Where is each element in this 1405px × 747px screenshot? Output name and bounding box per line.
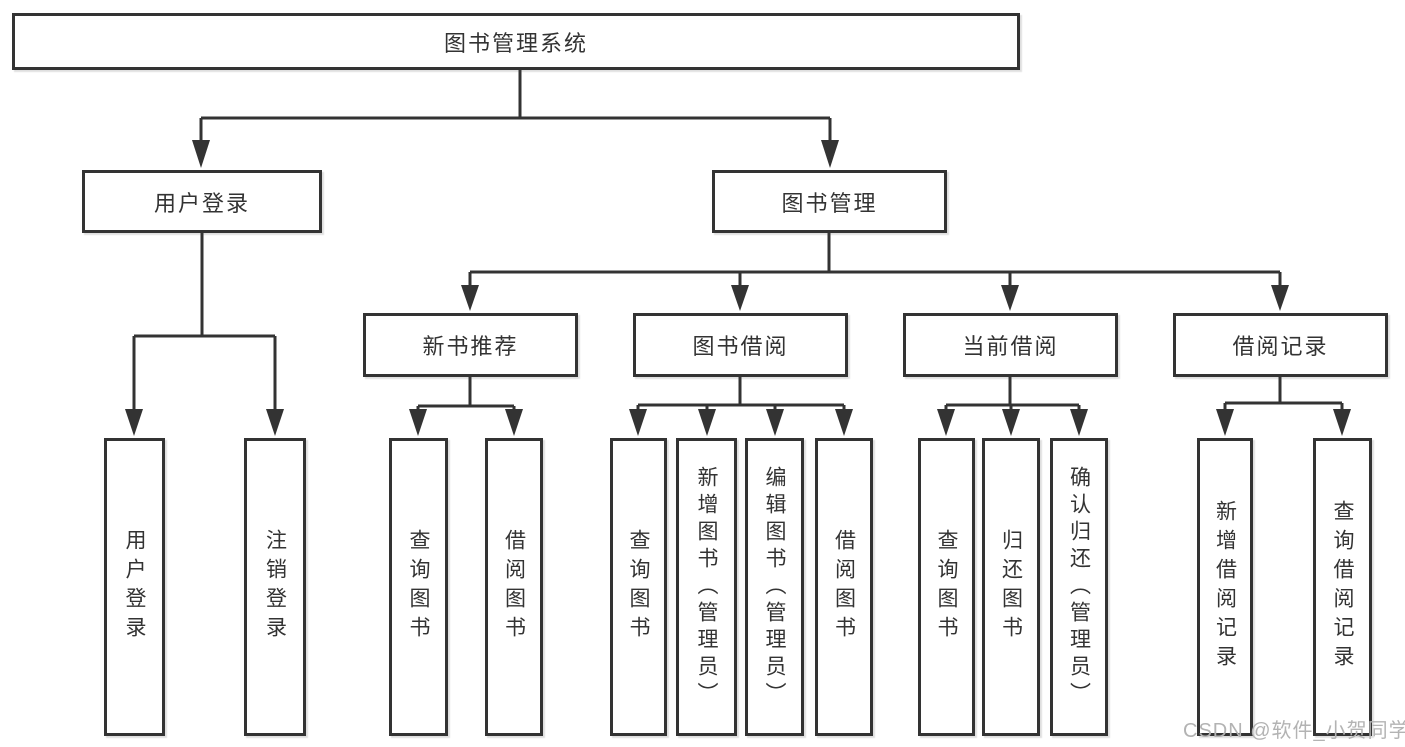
node-root-label: 图书管理系统 (443, 30, 588, 56)
arrowheads (125, 140, 1351, 436)
leaf-query-borrow-record-label: 查询借阅记录 (1331, 500, 1354, 674)
leaf-query-borrow-record: 查询借阅记录 (1313, 438, 1372, 736)
leaf-add-borrow-record-label: 新增借阅记录 (1213, 500, 1237, 674)
node-current-borrowing: 当前借阅 (903, 313, 1118, 377)
leaf-query-books-borrowing: 查询图书 (610, 438, 667, 736)
leaf-logout-label: 注销登录 (263, 529, 287, 645)
leaf-return-books: 归还图书 (982, 438, 1040, 736)
node-root: 图书管理系统 (12, 13, 1020, 70)
node-borrowing-records-label: 借阅记录 (1232, 334, 1329, 359)
leaf-query-books-current: 查询图书 (918, 438, 975, 736)
node-book-borrowing: 图书借阅 (633, 313, 848, 377)
leaf-borrow-books-recommend: 借阅图书 (485, 438, 543, 736)
leaf-borrow-books-borrowing-label: 借阅图书 (832, 529, 856, 645)
node-current-borrowing-label: 当前借阅 (962, 334, 1059, 359)
node-user-login: 用户登录 (82, 170, 322, 233)
leaf-add-borrow-record: 新增借阅记录 (1197, 438, 1253, 736)
leaf-borrow-books-borrowing: 借阅图书 (815, 438, 873, 736)
node-book-borrowing-label: 图书借阅 (692, 334, 789, 359)
node-book-management-label: 图书管理 (781, 190, 878, 216)
leaf-logout: 注销登录 (244, 438, 306, 736)
leaf-edit-books-admin: 编辑图书（管理员） (745, 438, 804, 736)
leaf-edit-books-admin-label: 编辑图书（管理员） (763, 465, 786, 709)
leaf-user-login: 用户登录 (104, 438, 165, 736)
leaf-confirm-return-admin: 确认归还（管理员） (1050, 438, 1108, 736)
node-new-book-recommend-label: 新书推荐 (422, 334, 519, 359)
node-book-management: 图书管理 (712, 170, 947, 233)
leaf-return-books-label: 归还图书 (999, 529, 1023, 645)
leaf-add-books-admin: 新增图书（管理员） (676, 438, 737, 736)
leaf-query-books-recommend-label: 查询图书 (407, 529, 430, 645)
leaf-query-books-recommend: 查询图书 (389, 438, 448, 736)
leaf-add-books-admin-label: 新增图书（管理员） (695, 465, 718, 709)
node-user-login-label: 用户登录 (153, 190, 250, 216)
leaf-confirm-return-admin-label: 确认归还（管理员） (1067, 465, 1091, 709)
leaf-query-books-borrowing-label: 查询图书 (627, 529, 650, 645)
node-new-book-recommend: 新书推荐 (363, 313, 578, 377)
csdn-watermark: CSDN @软件_小贺同学 (1183, 720, 1405, 742)
leaf-borrow-books-recommend-label: 借阅图书 (502, 529, 526, 645)
leaf-user-login-label: 用户登录 (123, 529, 146, 645)
leaf-query-books-current-label: 查询图书 (935, 529, 958, 645)
node-borrowing-records: 借阅记录 (1173, 313, 1388, 377)
